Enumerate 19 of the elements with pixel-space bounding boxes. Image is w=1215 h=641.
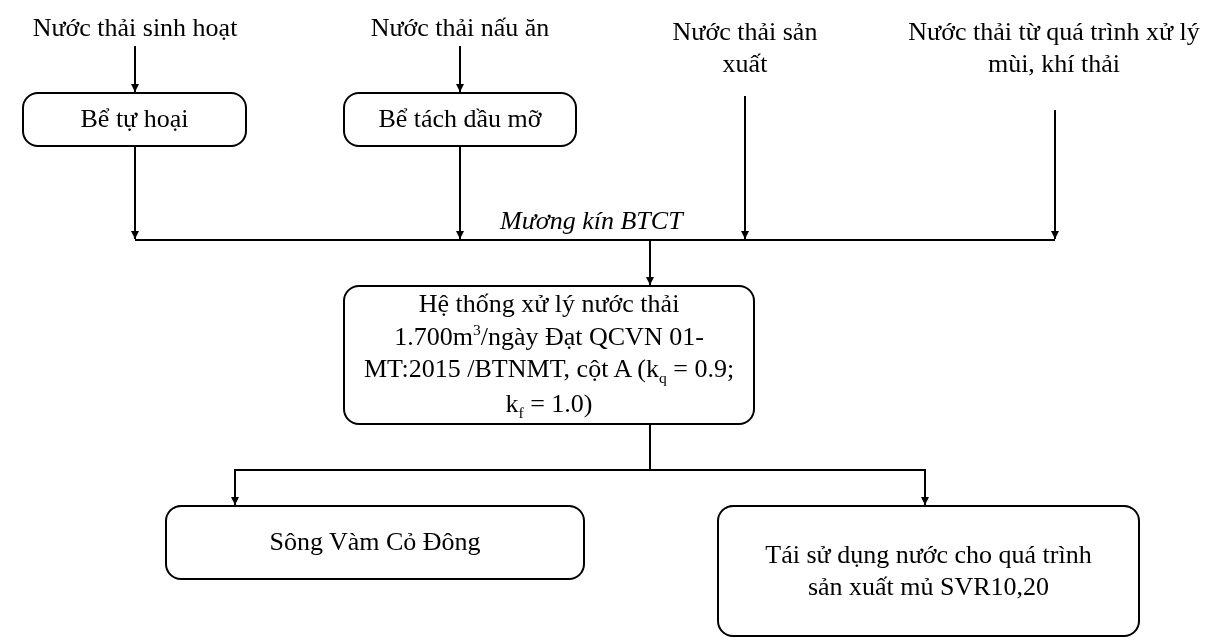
process-box: Sông Vàm Cỏ Đông — [165, 505, 585, 580]
source-label: Nước thải từ quá trình xử lý mùi, khí thải — [895, 10, 1213, 86]
arrow — [1051, 109, 1059, 240]
arrow — [741, 95, 749, 240]
arrow — [456, 146, 464, 240]
source-label: Nước thải nấu ăn — [335, 10, 585, 46]
arrow — [131, 146, 139, 240]
process-box: Tái sử dụng nước cho quá trình sản xuất mủ SVR10,20 — [717, 505, 1140, 637]
arrow — [649, 424, 929, 506]
process-box: Bể tự hoại — [22, 92, 247, 147]
channel-line — [135, 239, 1055, 241]
channel-label: Mương kín BTCT — [500, 206, 683, 236]
arrow — [646, 240, 654, 286]
arrow — [456, 45, 464, 93]
process-box: Bể tách dầu mỡ — [343, 92, 577, 147]
process-box: Hệ thống xử lý nước thải 1.700m$^{3}$/ngày Đạt QCVN 01-MT:2015 /BTNMT, cột A (k$_{q}$ = 0.9; k$_{f}$ = 1.0) — [343, 285, 755, 425]
source-label: Nước thải sản xuất — [660, 10, 830, 86]
source-label: Nước thải sinh hoạt — [5, 10, 265, 46]
arrow — [131, 45, 139, 93]
